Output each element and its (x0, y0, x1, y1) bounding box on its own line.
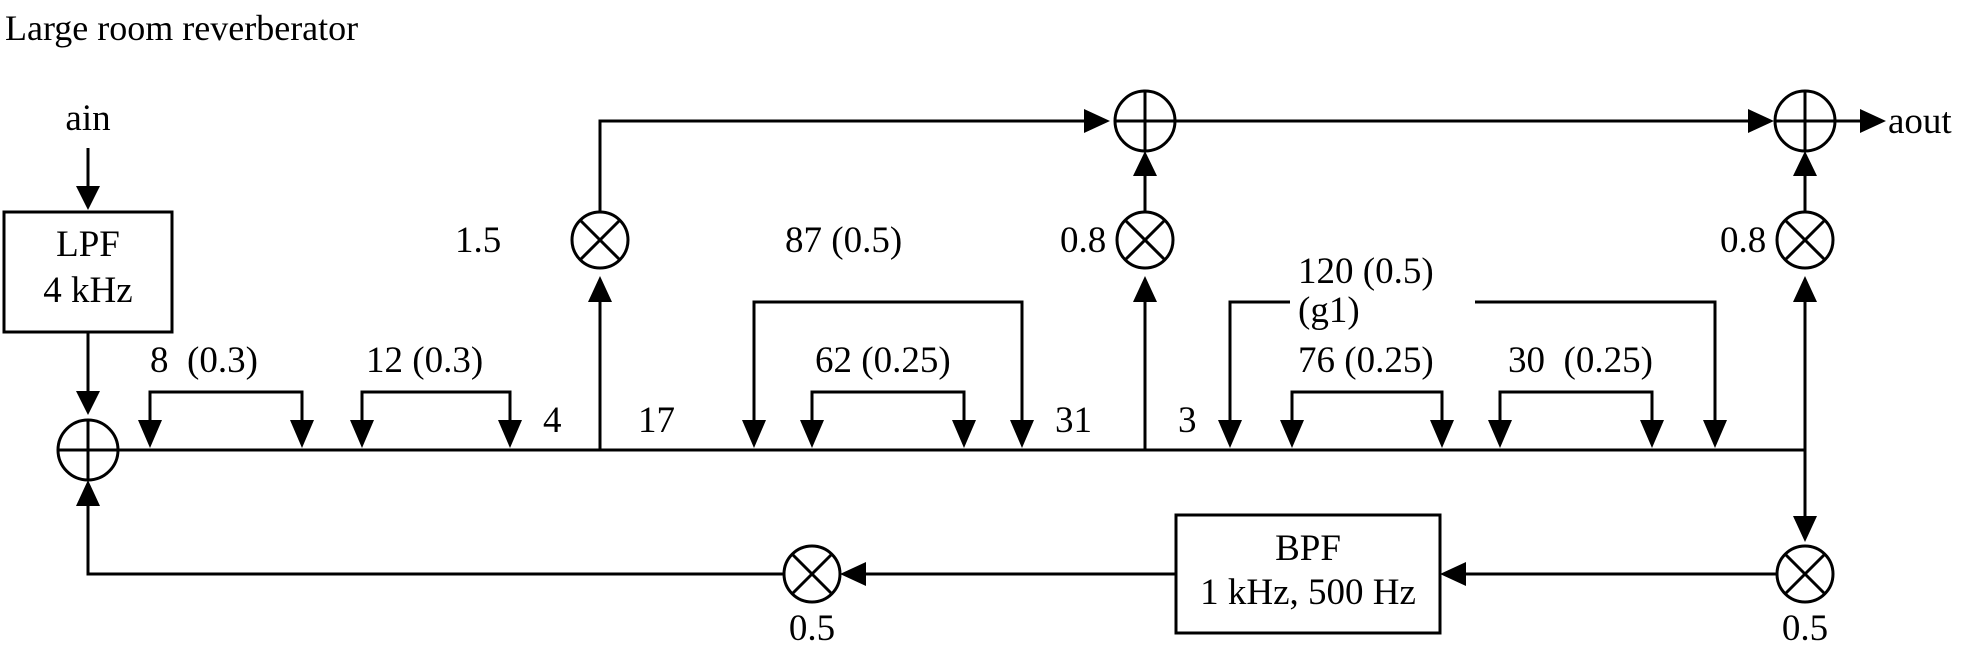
allpass-12-bracket (350, 390, 522, 448)
output-sum-node (1773, 89, 1837, 153)
tap3-to-output-sum-arrow (1793, 151, 1817, 212)
allpass-62-label: 62 (0.25) (815, 340, 951, 381)
diagram-title: Large room reverberator (5, 8, 358, 48)
allpass-8-bracket (138, 390, 314, 448)
mult-to-bpf-arrow (1440, 562, 1777, 586)
allpass-30-bracket (1488, 390, 1664, 448)
feedback-down-arrow (1793, 450, 1817, 542)
output-arrow (1835, 109, 1886, 133)
feedback-return-arrow (76, 480, 784, 576)
feedback-out-gain-label: 0.5 (1782, 608, 1828, 649)
input-arrow (76, 148, 100, 210)
tap3-gain-label: 0.8 (1720, 220, 1766, 261)
allpass-120-label: 120 (0.5) (1298, 251, 1434, 292)
bpf-to-mult-arrow (840, 562, 1176, 586)
tap3-up-arrow (1793, 276, 1817, 450)
bpf-label: BPF (1275, 528, 1341, 569)
delay-3-label: 3 (1178, 400, 1197, 441)
lpf-label: LPF (56, 224, 120, 265)
tap3-multiplier-node (1775, 210, 1835, 270)
allpass-12-label: 12 (0.3) (366, 340, 483, 381)
tap2-gain-label: 0.8 (1060, 220, 1106, 261)
allpass-120-label-mask (1290, 285, 1475, 311)
tap2-multiplier-node (1115, 210, 1175, 270)
lpf-frequency: 4 kHz (43, 270, 132, 311)
delay-4-label: 4 (543, 400, 562, 441)
allpass-8-label: 8 (0.3) (150, 340, 258, 381)
lpf-block: LPF 4 kHz (2, 210, 174, 334)
allpass-76-bracket (1280, 390, 1454, 448)
allpass-76-label: 76 (0.25) (1298, 340, 1434, 381)
tap1-multiplier-node (570, 210, 630, 270)
tap1-gain-label: 1.5 (455, 220, 501, 261)
delay-17-label: 17 (638, 400, 675, 441)
allpass-87-bracket (742, 300, 1034, 448)
allpass-30-label: 30 (0.25) (1508, 340, 1653, 381)
mid-to-output-arrow (1175, 109, 1774, 133)
allpass-62-bracket (800, 390, 976, 448)
tap2-up-arrow (1133, 276, 1157, 450)
feedback-out-multiplier-node (1775, 544, 1835, 604)
feedback-in-multiplier-node (782, 544, 842, 604)
output-label: aout (1888, 101, 1952, 142)
lpf-to-sum-arrow (76, 332, 100, 415)
allpass-120-gain-label: (g1) (1298, 290, 1360, 331)
input-sum-node (56, 418, 120, 482)
input-label: ain (65, 98, 110, 139)
mid-sum-node (1113, 89, 1177, 153)
bpf-frequencies: 1 kHz, 500 Hz (1200, 572, 1416, 613)
bpf-block: BPF 1 kHz, 500 Hz (1174, 513, 1442, 635)
feedback-in-gain-label: 0.5 (789, 608, 835, 649)
tap1-up-arrow (588, 276, 612, 450)
tap2-to-mid-sum-arrow (1133, 151, 1157, 212)
allpass-87-label: 87 (0.5) (785, 220, 902, 261)
delay-31-label: 31 (1055, 400, 1092, 441)
tap1-to-sum-arrow (598, 109, 1110, 212)
